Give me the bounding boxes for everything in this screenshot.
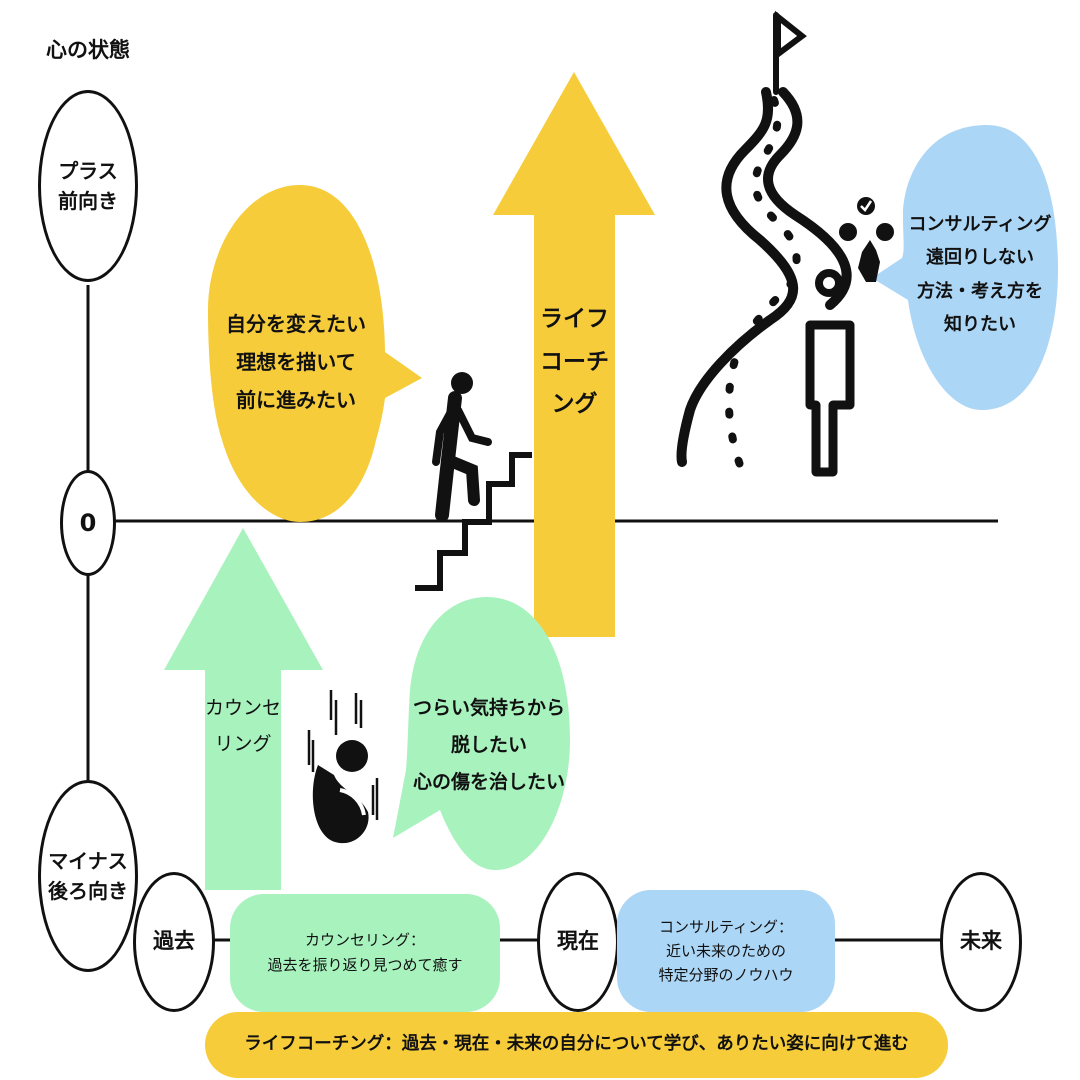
counseling-bubble <box>393 597 570 870</box>
bubble-line: つらい気持ちから <box>412 697 565 719</box>
zero-label: 0 <box>79 509 97 537</box>
future-node: 未来 <box>940 872 1022 1012</box>
bubble-line: コンサルティング <box>908 214 1052 235</box>
counseling-pill: カウンセリング： 過去を振り返り見つめて癒す <box>230 894 500 1012</box>
life-coaching-bubble <box>208 185 422 522</box>
bubble-line: 遠回りしない <box>926 247 1034 269</box>
counseling-arrow-line: リング <box>214 733 272 756</box>
counseling-arrow-label: カウンセ リング <box>200 690 286 762</box>
bubble-line: 知りたい <box>944 313 1016 335</box>
bubble-line: 自分を変えたい <box>226 312 366 336</box>
counseling-arrow <box>164 528 323 890</box>
pill-line: 過去を振り返り見つめて癒す <box>267 956 463 974</box>
backward-label: 後ろ向き <box>48 879 128 903</box>
pill-line: コンサルティング： <box>658 918 794 936</box>
forward-label: 前向き <box>58 189 118 213</box>
plus-forward-node: プラス 前向き <box>38 90 138 282</box>
life-coaching-bubble-text: 自分を変えたい 理想を描いて 前に進みたい <box>212 305 380 419</box>
counseling-bubble-text: つらい気持ちから 脱したい 心の傷を治したい <box>408 690 570 801</box>
minus-label: マイナス <box>48 849 128 873</box>
life-coaching-arrow-line: ライフ <box>540 306 609 332</box>
person-choosing-icon <box>805 197 894 477</box>
bubble-line: 前に進みたい <box>236 388 356 412</box>
zero-node: 0 <box>60 470 116 576</box>
past-node: 過去 <box>133 872 215 1012</box>
winding-road-flag-icon <box>676 10 852 469</box>
bubble-line: 理想を描いて <box>236 350 356 374</box>
present-node: 現在 <box>537 872 619 1012</box>
life-coaching-arrow-line: コーチ <box>540 348 609 375</box>
future-label: 未来 <box>960 929 1002 954</box>
consulting-bubble <box>872 125 1058 410</box>
bubble-line: 方法・考え方を <box>917 280 1043 302</box>
pill-line: 特定分野のノウハウ <box>658 966 794 984</box>
life-coaching-arrow <box>493 72 655 637</box>
life-coaching-pill: ライフコーチング：過去・現在・未来の自分について学び、ありたい姿に向けて進む <box>205 1012 948 1078</box>
consulting-pill: コンサルティング： 近い未来のための 特定分野のノウハウ <box>617 890 835 1012</box>
life-coaching-arrow-label: ライフ コーチ ング <box>534 298 615 426</box>
person-climbing-stairs-icon <box>415 372 532 591</box>
axis-title: 心の状態 <box>46 38 130 62</box>
consulting-bubble-text: コンサルティング 遠回りしない 方法・考え方を 知りたい <box>900 208 1060 341</box>
bubble-line: 心の傷を治したい <box>412 771 565 794</box>
pill-line: ライフコーチング：過去・現在・未来の自分について学び、ありたい姿に向けて進む <box>244 1034 909 1055</box>
counseling-arrow-line: カウンセ <box>204 697 281 719</box>
life-coaching-arrow-line: ング <box>551 391 598 418</box>
past-label: 過去 <box>153 929 195 954</box>
minus-backward-node: マイナス 後ろ向き <box>38 780 138 972</box>
present-label: 現在 <box>557 929 599 954</box>
bubble-line: 脱したい <box>450 734 527 757</box>
person-crouching-sad-icon <box>307 690 379 844</box>
plus-label: プラス <box>58 159 118 183</box>
pill-line: 近い未来のための <box>665 942 786 960</box>
pill-line: カウンセリング： <box>304 930 425 949</box>
